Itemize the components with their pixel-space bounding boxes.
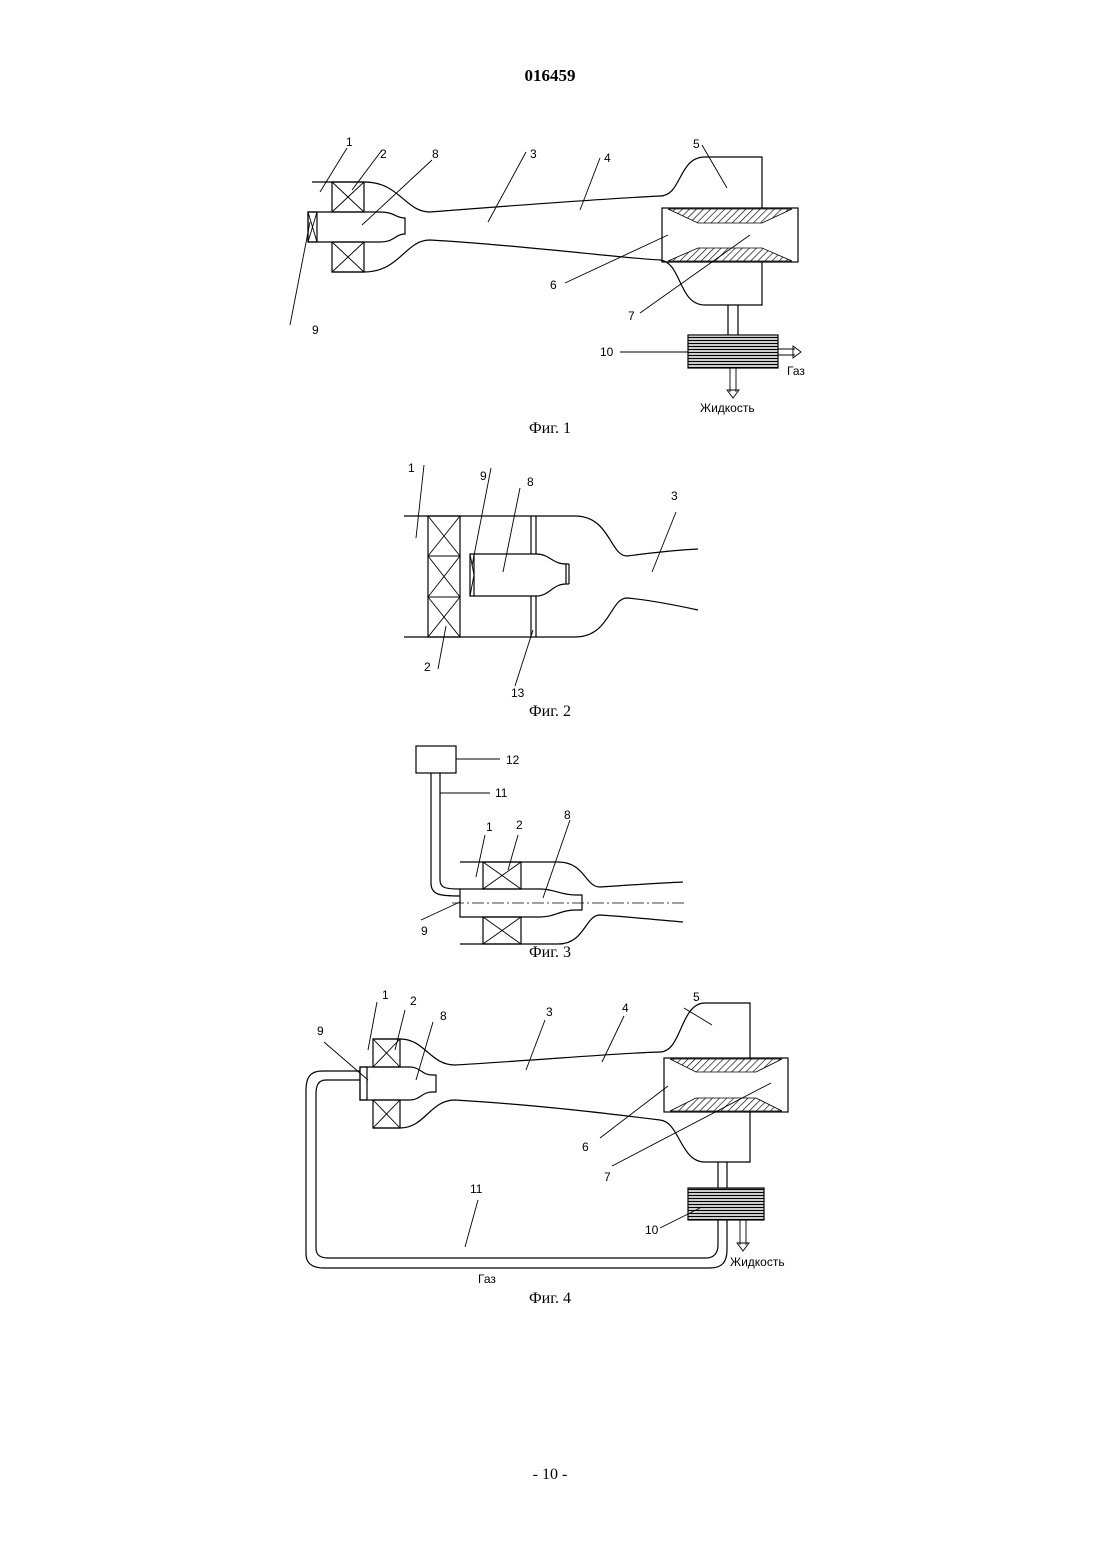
swirler-2 <box>373 1039 400 1128</box>
fig1-label-7: 7 <box>628 309 635 323</box>
fig1-label-6: 6 <box>550 278 557 292</box>
fig4-label-3: 3 <box>546 1005 553 1019</box>
figure-4: 1 2 8 3 4 5 9 6 7 11 10 Жидкость Газ <box>0 985 1100 1285</box>
page-footer-number: - 10 - <box>0 1466 1100 1484</box>
swirler-2 <box>332 182 364 272</box>
figure-3: 12 11 8 1 2 9 <box>0 735 1100 955</box>
fig1-label-8: 8 <box>432 147 439 161</box>
fig4-label-4: 4 <box>622 1001 629 1015</box>
fig4-label-2: 2 <box>410 994 417 1008</box>
fig1-gas-label: Газ <box>787 364 805 378</box>
fig1-label-5: 5 <box>693 137 700 151</box>
fig1-label-9: 9 <box>312 323 319 337</box>
fig4-label-5: 5 <box>693 990 700 1004</box>
fig4-label-1: 1 <box>382 988 389 1002</box>
gas-source-12 <box>416 746 456 773</box>
fig1-label-2: 2 <box>380 147 387 161</box>
fig4-label-11: 11 <box>470 1182 483 1196</box>
fig3-drawing <box>416 746 686 944</box>
fig4-drawing <box>306 1002 788 1268</box>
fig1-liquid-label: Жидкость <box>700 401 755 415</box>
fig3-label-1: 1 <box>486 820 493 834</box>
fig2-label-2: 2 <box>424 660 431 674</box>
fig4-label-7: 7 <box>604 1170 611 1184</box>
central-body-8 <box>470 554 569 596</box>
heat-exchanger-10 <box>688 1188 764 1220</box>
fig4-label-8: 8 <box>440 1009 447 1023</box>
fig4-gas-label: Газ <box>478 1272 496 1286</box>
fig1-label-1: 1 <box>346 135 353 149</box>
fig4-liquid-label: Жидкость <box>730 1255 785 1269</box>
fig3-label-11: 11 <box>495 786 508 800</box>
fig4-label-6: 6 <box>582 1140 589 1154</box>
fig3-label-2: 2 <box>516 818 523 832</box>
fig4-label-9: 9 <box>317 1024 324 1038</box>
fig4-caption: Фиг. 4 <box>0 1290 1100 1308</box>
fig2-label-13: 13 <box>511 686 525 700</box>
figure-2: 1 9 8 3 2 13 <box>0 450 1100 710</box>
fig2-label-3: 3 <box>671 489 678 503</box>
fig2-caption: Фиг. 2 <box>0 703 1100 721</box>
fig1-label-3: 3 <box>530 147 537 161</box>
fig3-label-9: 9 <box>421 924 428 938</box>
separator-6-7 <box>662 208 798 262</box>
fig1-label-10: 10 <box>600 345 614 359</box>
heat-exchanger-10 <box>688 335 778 368</box>
fig2-label-8: 8 <box>527 475 534 489</box>
separator-6-7 <box>664 1058 788 1112</box>
fig1-caption: Фиг. 1 <box>0 420 1100 438</box>
fig3-caption: Фиг. 3 <box>0 944 1100 962</box>
fig1-drawing <box>290 145 801 398</box>
fig3-label-12: 12 <box>506 753 520 767</box>
fig2-label-1: 1 <box>408 461 415 475</box>
fig2-drawing <box>404 465 698 686</box>
figure-1: 1 2 8 3 4 5 6 7 9 10 Газ Жидкость <box>0 0 1100 440</box>
central-body-8 <box>308 212 405 242</box>
fig1-label-4: 4 <box>604 151 611 165</box>
fig3-label-8: 8 <box>564 808 571 822</box>
fig2-label-9: 9 <box>480 469 487 483</box>
fig4-label-10: 10 <box>645 1223 659 1237</box>
central-body-8 <box>360 1067 436 1100</box>
swirler-2 <box>428 516 460 637</box>
